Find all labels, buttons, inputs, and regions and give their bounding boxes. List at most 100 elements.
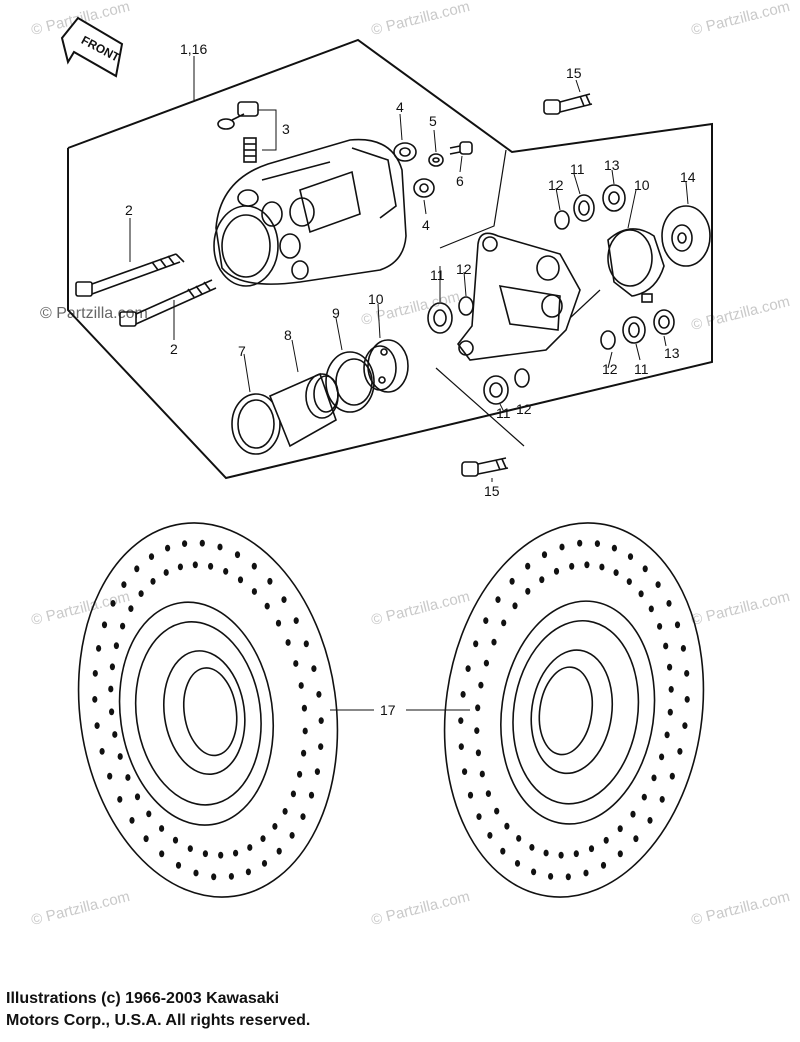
rotor-hole [659,796,665,803]
rotor-hole [483,659,489,667]
rotor-hole [594,540,601,547]
rotor-hole [680,645,687,652]
rotor-hole [121,581,127,588]
rotor-hole [611,544,618,552]
rotor-hole [261,860,268,867]
rotor-hole [109,663,115,671]
rotor-hole [272,823,278,830]
callout-13: 13 [604,157,620,173]
rotor-hole [525,587,531,595]
rotor-hole [509,577,515,585]
cap [653,309,675,335]
o-ring [600,330,616,350]
rotor-hole [101,621,108,629]
callout-6: 6 [456,173,464,189]
rotor-hole [113,642,119,650]
rotor-hole [202,850,208,858]
rotor-hole [134,565,140,573]
rotor-hole [487,832,493,839]
rotor-hole [478,681,484,689]
callout-7: 7 [238,343,246,359]
rotor-hole [641,793,647,801]
front-arrow-icon: FRONT [60,16,124,78]
rotor-hole [474,727,480,734]
rotor-hole [293,617,299,624]
rotor-hole [541,551,548,559]
rotor-hole [657,623,663,630]
washer [428,153,444,167]
rotor-hole [465,665,471,672]
rotor-hole [247,844,253,851]
rotor-hole [175,861,182,869]
anti-rattle-shim [661,205,711,267]
rotor-hole [458,717,464,724]
rotor-hole [553,567,560,575]
rotor-hole [318,743,324,750]
rotor-hole [208,562,214,570]
rotor-hole [684,670,690,677]
rotor-hole [293,660,299,667]
callout-15: 15 [484,483,500,499]
rotor-hole [146,810,152,818]
rotor-hole [311,665,317,672]
rotor-hole [245,868,251,876]
rotor-hole [684,696,690,703]
rotor-hole [187,845,193,852]
rotor-hole [301,749,307,757]
caliper-bolt [75,253,185,297]
caliper-bracket [456,232,581,361]
copyright-line-1: Illustrations (c) 1966-2003 Kawasaki [6,990,280,1007]
rotor-hole [603,836,609,844]
rotor-hole [531,868,537,876]
rotor-hole [211,873,217,881]
callout-12: 12 [602,361,618,377]
rotor-hole [659,753,665,761]
rotor-hole [148,553,155,560]
rotor-hole [318,717,324,724]
callout-17: 17 [380,702,396,718]
rotor-hole [264,602,270,610]
rotor-hole [559,543,565,551]
rotor-hole [112,731,118,738]
rotor-hole [630,810,636,818]
rotor-hole [237,576,244,584]
rotor-hole [651,774,657,782]
rotor-hole [281,596,287,603]
rotor-hole [150,578,156,585]
rotor-hole [588,845,595,853]
rotor-hole [217,543,223,551]
rotor-hole [558,851,564,859]
rotor-hole [473,640,479,648]
rotor-hole [599,563,605,571]
rotor-hole [285,639,291,646]
rotor-hole [260,835,266,842]
rotor-hole [648,605,654,613]
rotor-hole [233,849,239,857]
rotor-hole [199,539,205,547]
rotor-hole [298,682,304,689]
rotor-hole [514,860,521,867]
rotor-hole [539,576,545,584]
rotor-hole [218,851,224,859]
bushing [536,255,560,281]
caliper-bolt [119,279,217,327]
rotor-hole [613,569,619,576]
rotor-hole [491,638,497,646]
rotor-hole [300,813,306,820]
rotor-hole [460,691,466,698]
callout-11: 11 [634,361,649,377]
callout-11: 11 [496,405,511,421]
rotor-hole [666,600,672,607]
rotor-hole [583,869,589,877]
bushing [622,316,646,344]
callout-11: 11 [430,267,445,283]
rotor-hole [669,772,675,780]
rotor-hole [667,663,673,671]
rotor-hole [193,869,199,877]
rotor-hole [110,600,116,607]
cap [602,184,626,212]
rotor-hole [543,849,549,857]
callout-15: 15 [566,65,582,81]
brake-pad [607,228,665,303]
rotor-hole [99,748,105,755]
